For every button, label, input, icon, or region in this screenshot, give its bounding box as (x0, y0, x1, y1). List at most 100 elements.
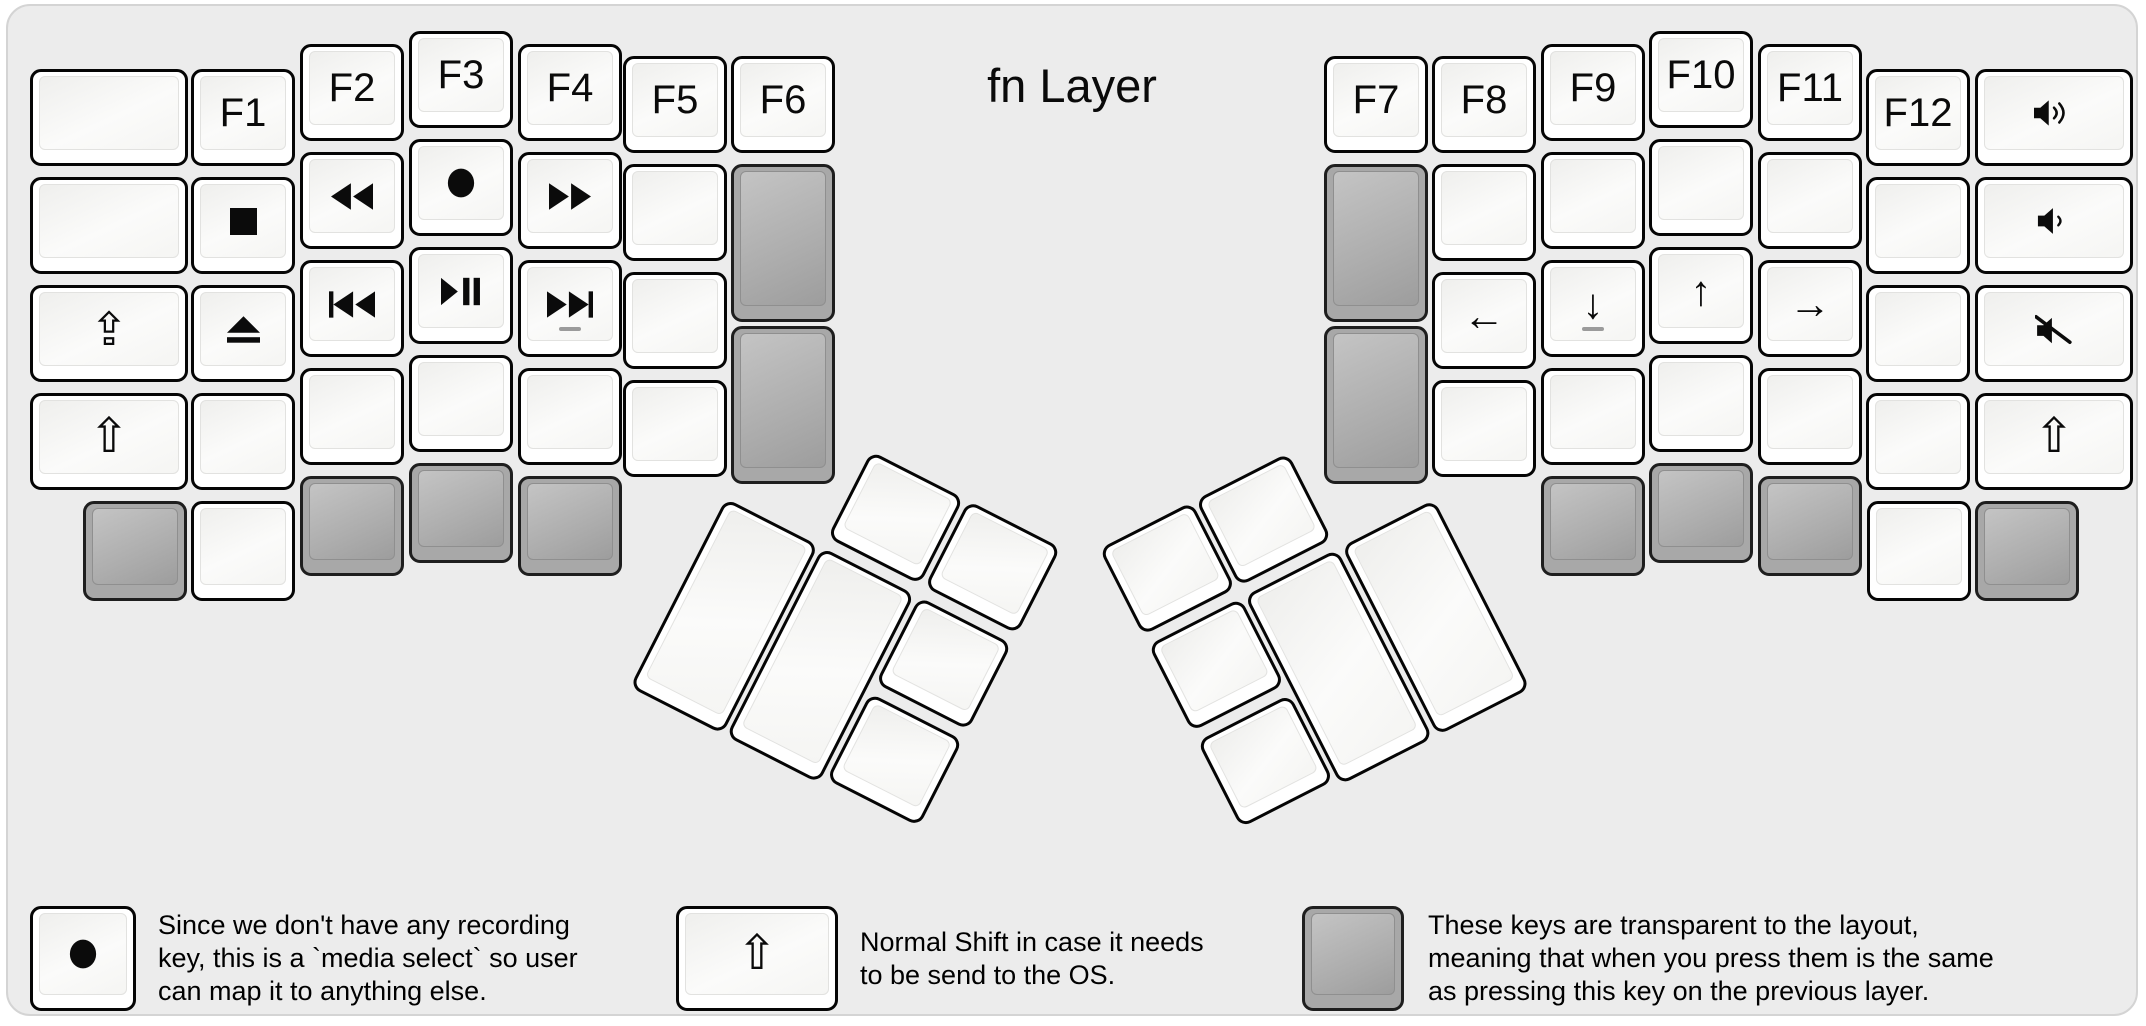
key-blank (1867, 501, 1971, 601)
key-transparent (1975, 501, 2079, 601)
key-f11: F11 (1758, 44, 1862, 141)
record-icon (69, 939, 97, 969)
keycap (1110, 512, 1221, 618)
keycap (527, 267, 613, 341)
key-f12: F12 (1866, 69, 1970, 166)
key-blank (623, 272, 727, 369)
keycap (418, 254, 504, 328)
keycap (1441, 171, 1527, 245)
key-blank (518, 368, 622, 465)
legend-text-line: Normal Shift in case it needs (860, 927, 1204, 957)
homing-bar (559, 327, 581, 331)
keycap: F5 (632, 63, 718, 137)
key-blank (1649, 355, 1753, 452)
key-eject (191, 285, 295, 382)
key-blank (623, 164, 727, 261)
keycap (939, 510, 1050, 616)
key-transparent (300, 476, 404, 576)
key-label: F5 (651, 78, 699, 122)
legend-text: These keys are transparent to the layout… (1428, 909, 1994, 1008)
keycap (418, 146, 504, 220)
key-blank (1866, 285, 1970, 382)
keycap (632, 279, 718, 353)
legend-text-line: These keys are transparent to the layout… (1428, 910, 1919, 940)
key-transparent (1649, 463, 1753, 563)
key-blank (1758, 152, 1862, 249)
key-arrow-right: → (1758, 260, 1862, 357)
keycap (309, 159, 395, 233)
key-fast-forward (518, 152, 622, 249)
legend-text-line: can map it to anything else. (158, 976, 487, 1006)
key-blank (191, 501, 295, 601)
key-label: F1 (219, 91, 267, 135)
keycap: F2 (309, 51, 395, 125)
keycap (842, 461, 953, 567)
keycap (527, 483, 613, 560)
keycap (1658, 362, 1744, 436)
keycap (92, 508, 178, 585)
keycap (200, 508, 286, 585)
keycap (527, 159, 613, 233)
key-label: F6 (759, 78, 807, 122)
keycap: ↓ (1550, 267, 1636, 341)
keycap (1876, 508, 1962, 585)
key-shift: ⇧ (30, 393, 188, 490)
key-label: F7 (1352, 78, 1400, 122)
fast-forward-icon (549, 182, 591, 210)
key-label: F2 (328, 66, 376, 110)
keycap (1767, 483, 1853, 560)
key-shift: ⇧ (676, 906, 838, 1011)
next-track-icon (547, 290, 593, 318)
keycap: ⇧ (685, 913, 829, 995)
legend-text-line: key, this is a `media select` so user (158, 943, 578, 973)
keycap (1206, 463, 1317, 569)
key-rewind (300, 152, 404, 249)
key-caps-lock: ⇪ (30, 285, 188, 382)
keycap (39, 913, 127, 995)
key-transparent (1541, 476, 1645, 576)
key-transparent (731, 164, 835, 322)
keycap (309, 483, 395, 560)
key-glyph: ↑ (1690, 267, 1712, 314)
key-volume-up (1975, 69, 2133, 166)
key-transparent (83, 501, 187, 601)
keycap: F8 (1441, 63, 1527, 137)
key-glyph: ⇪ (89, 303, 129, 355)
key-blank (409, 355, 513, 452)
key-next-track (518, 260, 622, 357)
keycap: F12 (1875, 76, 1961, 150)
key-f6: F6 (731, 56, 835, 153)
key-transparent (518, 476, 622, 576)
keycap (1767, 159, 1853, 233)
key-volume-down (1975, 177, 2133, 274)
keycap (200, 400, 286, 474)
keycap (1208, 704, 1319, 810)
keycap (1441, 387, 1527, 461)
key-f2: F2 (300, 44, 404, 141)
key-transparent (1324, 164, 1428, 322)
keycap (418, 470, 504, 547)
key-transparent (1302, 906, 1404, 1011)
key-blank (1866, 393, 1970, 490)
legend-text-line: to be send to the OS. (860, 960, 1116, 990)
key-f4: F4 (518, 44, 622, 141)
keycap (1333, 171, 1419, 306)
key-glyph: ⇧ (2033, 410, 2075, 463)
key-transparent (731, 326, 835, 484)
key-record (409, 139, 513, 236)
keycap (418, 362, 504, 436)
key-record (30, 906, 136, 1011)
keycap (39, 76, 179, 150)
key-blank (1758, 368, 1862, 465)
key-blank (1432, 164, 1536, 261)
keycap (39, 184, 179, 258)
key-blank (1432, 380, 1536, 477)
keycap: F6 (740, 63, 826, 137)
keycap (841, 703, 952, 809)
keycap (1550, 375, 1636, 449)
key-transparent (1758, 476, 1862, 576)
